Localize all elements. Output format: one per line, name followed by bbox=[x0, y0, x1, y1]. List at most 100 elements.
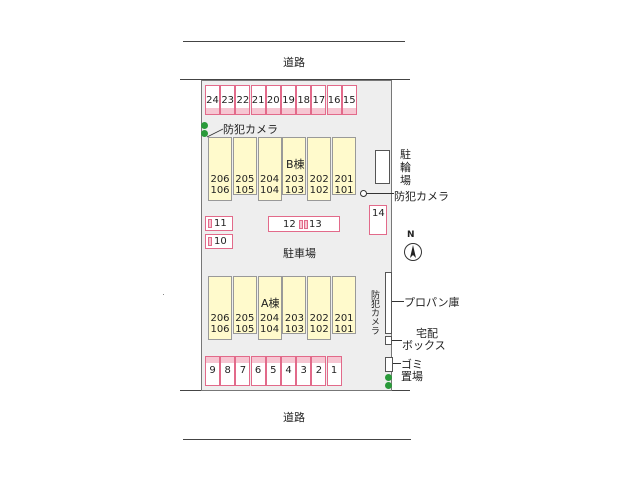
parking-marker bbox=[304, 220, 308, 229]
camera-leader-line bbox=[206, 128, 224, 138]
unit-number-lower: 105 bbox=[235, 185, 255, 196]
stray-mark bbox=[163, 294, 164, 295]
parking-number: 23 bbox=[221, 95, 235, 106]
parking-space-7: 7 bbox=[235, 356, 251, 386]
tree-icon bbox=[385, 374, 392, 381]
garbage-label-line1: ゴミ bbox=[401, 358, 423, 371]
unit-number-upper: 202 bbox=[309, 313, 329, 324]
tree-icon bbox=[385, 382, 392, 389]
parking-space-17: 17 bbox=[311, 85, 327, 115]
parking-space-12-13: 12 13 bbox=[268, 216, 340, 232]
parking-space-19: 19 bbox=[281, 85, 296, 115]
parking-number: 5 bbox=[270, 365, 277, 376]
unit-number-lower: 106 bbox=[210, 185, 230, 196]
garbage-label-line2: 置場 bbox=[401, 370, 423, 383]
parking-number: 1 bbox=[330, 365, 338, 376]
compass-label: N bbox=[407, 230, 415, 240]
unit-number-lower: 104 bbox=[260, 324, 280, 335]
parking-number: 15 bbox=[342, 95, 356, 106]
security-camera-label-top: 防犯カメラ bbox=[223, 123, 278, 136]
parking-space-24: 24 bbox=[205, 85, 220, 115]
unit-number-upper: 205 bbox=[235, 313, 255, 324]
unit-number-upper: 201 bbox=[334, 174, 354, 185]
delivery-label-line2: ボックス bbox=[402, 339, 446, 352]
unit-number-upper: 206 bbox=[210, 313, 230, 324]
unit-number-upper: 204 bbox=[260, 313, 280, 324]
parking-space-21: 21 bbox=[250, 85, 266, 115]
tree-icon bbox=[201, 122, 208, 129]
parking-number: 16 bbox=[327, 95, 341, 106]
parking-space-6: 6 bbox=[250, 356, 266, 386]
parking-space-4: 4 bbox=[281, 356, 296, 386]
parking-number: 17 bbox=[312, 95, 326, 106]
unit-number-upper: 205 bbox=[235, 174, 255, 185]
parking-space-10: 10 bbox=[205, 234, 233, 249]
bottom-road-label: 道路 bbox=[283, 411, 305, 424]
central-parking-label: 駐車場 bbox=[283, 247, 316, 260]
bike-parking-area bbox=[375, 150, 390, 184]
garbage-leader-line bbox=[393, 363, 401, 364]
parking-number: 12 bbox=[283, 219, 296, 230]
unit-number-lower: 101 bbox=[334, 185, 354, 196]
parking-space-16: 16 bbox=[326, 85, 342, 115]
unit-number-lower: 103 bbox=[284, 324, 304, 335]
unit-number-upper: 203 bbox=[284, 174, 304, 185]
bottom-road-line-lower bbox=[183, 439, 411, 440]
unit-number-lower: 102 bbox=[309, 324, 329, 335]
delivery-box bbox=[385, 336, 392, 345]
parking-number: 3 bbox=[300, 365, 307, 376]
unit-number-upper: 206 bbox=[210, 174, 230, 185]
parking-space-20: 20 bbox=[265, 85, 281, 115]
top-road-line-lower bbox=[180, 79, 410, 80]
unit-number-lower: 106 bbox=[210, 324, 230, 335]
parking-number: 14 bbox=[372, 208, 385, 219]
parking-space-18: 18 bbox=[296, 85, 312, 115]
parking-number: 10 bbox=[214, 236, 227, 247]
parking-number: 9 bbox=[209, 365, 216, 376]
parking-number: 11 bbox=[214, 218, 227, 229]
parking-space-5: 5 bbox=[265, 356, 281, 386]
parking-marker bbox=[208, 237, 212, 246]
tree-icon bbox=[201, 130, 208, 137]
parking-space-3: 3 bbox=[296, 356, 312, 386]
parking-space-2: 2 bbox=[311, 356, 327, 386]
security-camera-label-vertical: 防犯カメラ bbox=[369, 290, 379, 335]
unit-number-upper: 203 bbox=[284, 313, 304, 324]
parking-number: 22 bbox=[236, 95, 250, 106]
parking-space-11: 11 bbox=[205, 216, 233, 231]
bike-parking-label: 駐輪場 bbox=[400, 148, 411, 187]
parking-marker bbox=[208, 219, 212, 228]
unit-number-upper: 202 bbox=[309, 174, 329, 185]
camera-leader-line bbox=[366, 193, 394, 194]
parking-number: 21 bbox=[251, 95, 265, 106]
parking-space-9: 9 bbox=[205, 356, 220, 386]
unit-number-lower: 105 bbox=[235, 324, 255, 335]
unit-number-lower: 102 bbox=[309, 185, 329, 196]
unit-number-lower: 104 bbox=[260, 185, 280, 196]
compass-north-icon bbox=[404, 243, 422, 261]
parking-number: 2 bbox=[315, 365, 323, 376]
propane-label: プロパン庫 bbox=[404, 296, 460, 309]
top-road-label: 道路 bbox=[283, 56, 305, 69]
propane-leader-line bbox=[392, 301, 404, 302]
delivery-label-line1: 宅配 bbox=[416, 327, 438, 340]
parking-space-14: 14 bbox=[369, 205, 387, 235]
parking-number: 6 bbox=[254, 365, 262, 376]
security-camera-label-right: 防犯カメラ bbox=[394, 190, 449, 203]
parking-number: 7 bbox=[239, 365, 247, 376]
propane-storage bbox=[385, 272, 392, 334]
parking-space-23: 23 bbox=[220, 85, 236, 115]
building-b-label: B棟 bbox=[286, 158, 305, 171]
parking-number: 19 bbox=[282, 95, 295, 106]
